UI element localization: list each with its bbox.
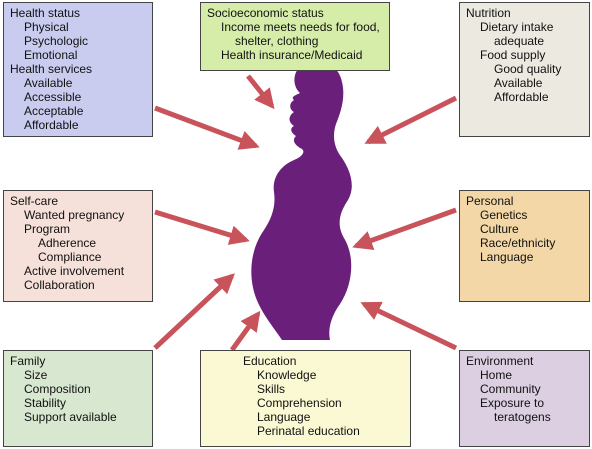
family-item: Stability xyxy=(24,396,67,410)
personal-item: Language xyxy=(480,250,534,264)
selfcare-item: Active involvement xyxy=(24,264,125,278)
health-services-heading: Health services xyxy=(10,62,93,76)
education-box: Education Knowledge Skills Comprehension… xyxy=(200,350,411,447)
socio-item: Health insurance/Medicaid xyxy=(221,48,363,62)
personal-box: Personal Genetics Culture Race/ethnicity… xyxy=(459,190,590,302)
environment-item: Exposure to xyxy=(480,396,545,410)
nutrition-heading: Nutrition xyxy=(466,6,511,20)
health-item: Physical xyxy=(24,20,69,34)
environment-item: teratogens xyxy=(494,410,551,424)
arrow-from-health xyxy=(154,105,260,150)
arrow-from-family xyxy=(153,273,235,350)
family-item: Size xyxy=(24,368,48,382)
personal-item: Genetics xyxy=(480,208,528,222)
health-item: Available xyxy=(24,76,73,90)
selfcare-heading: Self-care xyxy=(10,194,59,208)
nutrition-item: adequate xyxy=(494,34,545,48)
pregnant-woman-silhouette xyxy=(251,61,352,340)
education-item: Language xyxy=(257,410,311,424)
socio-item: Income meets needs for food, xyxy=(221,20,380,34)
personal-item: Culture xyxy=(480,222,519,236)
environment-box: Environment Home Community Exposure to t… xyxy=(459,350,590,447)
family-item: Composition xyxy=(24,382,91,396)
family-item: Support available xyxy=(24,410,117,424)
environment-heading: Environment xyxy=(466,354,534,368)
socio-item: shelter, clothing xyxy=(235,34,319,48)
selfcare-box: Self-care Wanted pregnancy Program Adher… xyxy=(3,190,153,302)
selfcare-item: Wanted pregnancy xyxy=(24,208,125,222)
arrow-from-socio xyxy=(246,74,275,110)
education-item: Comprehension xyxy=(257,396,342,410)
selfcare-item: Compliance xyxy=(38,250,102,264)
health-heading: Health status xyxy=(10,6,81,20)
environment-item: Community xyxy=(480,382,541,396)
personal-heading: Personal xyxy=(466,194,514,208)
health-item: Affordable xyxy=(24,118,79,132)
health-box: Health status Physical Psychologic Emoti… xyxy=(3,2,153,137)
health-item: Acceptable xyxy=(24,104,84,118)
nutrition-item: Food supply xyxy=(480,48,546,62)
selfcare-item: Program xyxy=(24,222,71,236)
education-item: Perinatal education xyxy=(257,424,360,438)
family-box: Family Size Composition Stability Suppor… xyxy=(3,350,153,447)
arrow-from-education xyxy=(229,310,261,352)
socioeconomic-box: Socioeconomic status Income meets needs … xyxy=(200,2,390,71)
nutrition-box: Nutrition Dietary intake adequate Food s… xyxy=(459,2,590,137)
education-item: Skills xyxy=(257,382,286,396)
family-heading: Family xyxy=(10,354,46,368)
nutrition-item: Good quality xyxy=(494,62,562,76)
arrow-from-selfcare xyxy=(154,209,250,245)
arrow-from-environment xyxy=(360,301,458,351)
nutrition-item: Affordable xyxy=(494,90,549,104)
personal-item: Race/ethnicity xyxy=(480,236,556,250)
selfcare-item: Collaboration xyxy=(24,278,95,292)
arrow-from-nutrition xyxy=(364,95,458,145)
education-item: Knowledge xyxy=(257,368,317,382)
health-item: Accessible xyxy=(24,90,82,104)
health-item: Psychologic xyxy=(24,34,89,48)
environment-item: Home xyxy=(480,368,513,382)
nutrition-item: Dietary intake xyxy=(480,20,554,34)
selfcare-item: Adherence xyxy=(38,236,97,250)
health-item: Emotional xyxy=(24,48,78,62)
nutrition-item: Available xyxy=(494,76,543,90)
arrow-from-personal xyxy=(352,207,457,250)
socio-heading: Socioeconomic status xyxy=(207,6,324,20)
education-heading: Education xyxy=(243,354,297,368)
